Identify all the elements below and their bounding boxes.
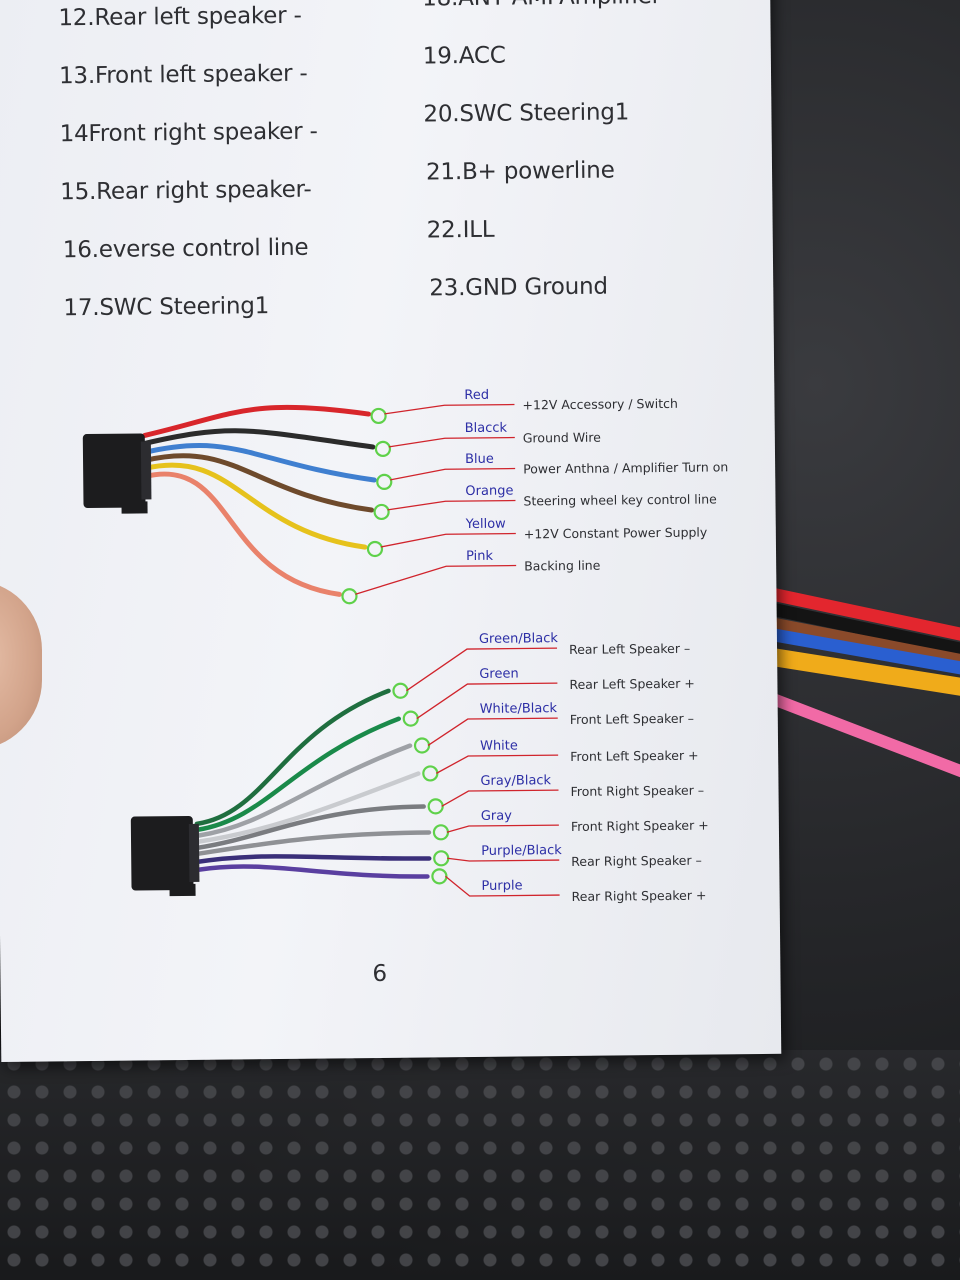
pin-list-item: 21.B+ powerline (425, 157, 615, 186)
speaker-wire (194, 716, 402, 833)
junction-ring (431, 868, 448, 885)
wire-function-label: Power Anthna / Amplifier Turn on (523, 459, 728, 476)
leader-line (380, 532, 516, 548)
junction-ring (374, 440, 392, 458)
pin-list-item: 12.Rear left speaker - (58, 2, 302, 32)
pin-list-item: 17.SWC Steering1 (63, 293, 270, 322)
junction-ring (373, 503, 390, 521)
wire-color-label: Yellow (465, 517, 507, 532)
wire-color-label: Purple (481, 878, 522, 893)
pin-list-item: 19.ACC (422, 42, 506, 70)
wire-function-label: Backing line (524, 558, 601, 574)
wire-color-label: Blacck (465, 421, 508, 436)
wire-color-label: Gray/Black (480, 773, 551, 789)
leader-line (416, 682, 558, 720)
junction-ring (392, 682, 409, 699)
wire-color-label: Pink (466, 549, 494, 564)
leader-line (444, 875, 560, 897)
speaker-wire (194, 688, 391, 827)
junction-ring (341, 588, 358, 605)
leader-line (441, 789, 559, 807)
power-wire (142, 404, 372, 438)
leader-line (447, 857, 560, 862)
wire-color-label: Green (479, 667, 519, 682)
power-connector-latch (140, 441, 152, 500)
wire-function-label: Rear Right Speaker – (571, 853, 702, 869)
wire-color-label: Green/Black (479, 631, 559, 647)
leader-line (384, 403, 515, 415)
power-wire (142, 453, 375, 513)
wire-color-label: Red (464, 388, 489, 403)
pin-list-item: 20.SWC Steering1 (423, 99, 630, 128)
leader-line (390, 467, 516, 481)
wire-function-label: Front Left Speaker + (570, 748, 699, 764)
wire-function-label: Rear Left Speaker + (569, 676, 695, 692)
junction-ring (413, 737, 431, 754)
power-connector-tab (121, 501, 148, 514)
power-wire (142, 428, 376, 450)
junction-ring (432, 824, 450, 841)
leader-line (387, 499, 516, 511)
junction-ring (402, 710, 419, 727)
power-connector (82, 433, 146, 509)
speaker-wire (194, 804, 426, 851)
wire-color-label: White/Black (480, 701, 558, 717)
power-wire (142, 443, 377, 483)
wire-color-label: Blue (465, 452, 494, 467)
speaker-wire (194, 771, 421, 845)
leader-line (427, 717, 558, 746)
speaker-wire (195, 864, 430, 879)
leader-line (436, 754, 559, 774)
junction-ring (427, 798, 444, 815)
leader-line (355, 564, 517, 595)
power-wire (142, 462, 368, 550)
wire-function-label: Front Left Speaker – (570, 711, 694, 727)
page-number: 6 (372, 960, 388, 988)
pin-list-item: 22.ILL (426, 216, 495, 244)
pin-list-item: 23.GND Ground (429, 273, 609, 302)
wire-function-label: Front Right Speaker + (571, 818, 709, 834)
speaker-wire (194, 743, 413, 839)
junction-ring (376, 473, 393, 490)
power-wire (142, 471, 342, 597)
speaker-connector-latch (188, 823, 200, 882)
wire-function-label: +12V Constant Power Supply (524, 525, 708, 542)
speaker-wire (194, 854, 432, 865)
junction-ring (370, 407, 387, 425)
wire-color-label: White (480, 739, 518, 754)
wire-function-label: Ground Wire (523, 430, 602, 446)
pin-list-item: 14Front right speaker - (59, 118, 318, 148)
wire-color-label: Gray (481, 809, 513, 824)
pin-list-item: 15.Rear right speaker- (60, 176, 312, 206)
background-vent-grille (0, 1050, 960, 1280)
wire-color-label: Purple/Black (481, 843, 562, 859)
pin-list-item: 13.Front left speaker - (58, 60, 308, 90)
wire-function-label: Rear Right Speaker + (572, 888, 707, 904)
junction-ring (433, 850, 450, 867)
junction-ring (422, 765, 439, 782)
speaker-connector-tab (169, 883, 196, 897)
wire-color-label: Orange (465, 484, 513, 500)
speaker-connector (130, 815, 194, 891)
wire-function-label: Front Right Speaker – (570, 783, 704, 799)
pin-list-item: 16.everse control line (62, 234, 309, 264)
leader-line (446, 824, 559, 833)
wire-function-label: Rear Left Speaker – (569, 641, 690, 657)
wire-function-label: +12V Accessory / Switch (522, 396, 678, 413)
leader-line (388, 436, 515, 448)
speaker-wire (194, 830, 432, 857)
junction-ring (366, 540, 384, 558)
wire-function-label: Steering wheel key control line (523, 491, 717, 508)
leader-line (406, 647, 558, 692)
